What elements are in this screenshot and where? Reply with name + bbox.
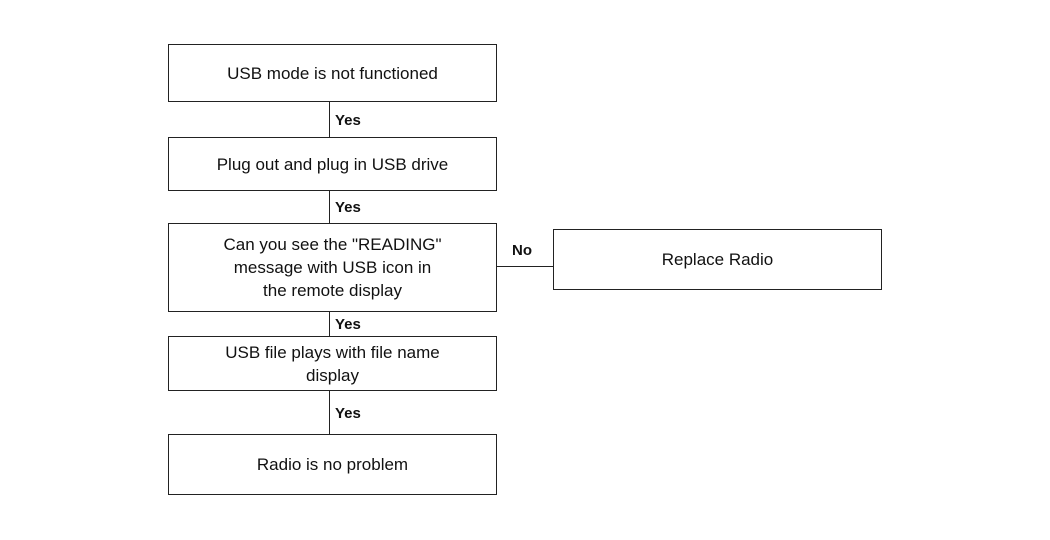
node-usb-not-functioned: USB mode is not functioned (168, 44, 497, 102)
connector-4 (329, 390, 330, 435)
edge-label-no: No (512, 242, 532, 259)
edge-label-yes-3: Yes (335, 316, 361, 333)
connector-2 (329, 190, 330, 224)
node-file-plays: USB file plays with file name display (168, 336, 497, 391)
edge-label-yes-4: Yes (335, 405, 361, 422)
connector-1 (329, 101, 330, 138)
edge-label-yes-1: Yes (335, 112, 361, 129)
node-reading-question: Can you see the "READING" message with U… (168, 223, 497, 312)
edge-label-yes-2: Yes (335, 199, 361, 216)
connector-3 (329, 311, 330, 337)
connector-no (497, 266, 554, 267)
node-plug-out-in: Plug out and plug in USB drive (168, 137, 497, 191)
node-replace-radio: Replace Radio (553, 229, 882, 290)
node-no-problem: Radio is no problem (168, 434, 497, 495)
